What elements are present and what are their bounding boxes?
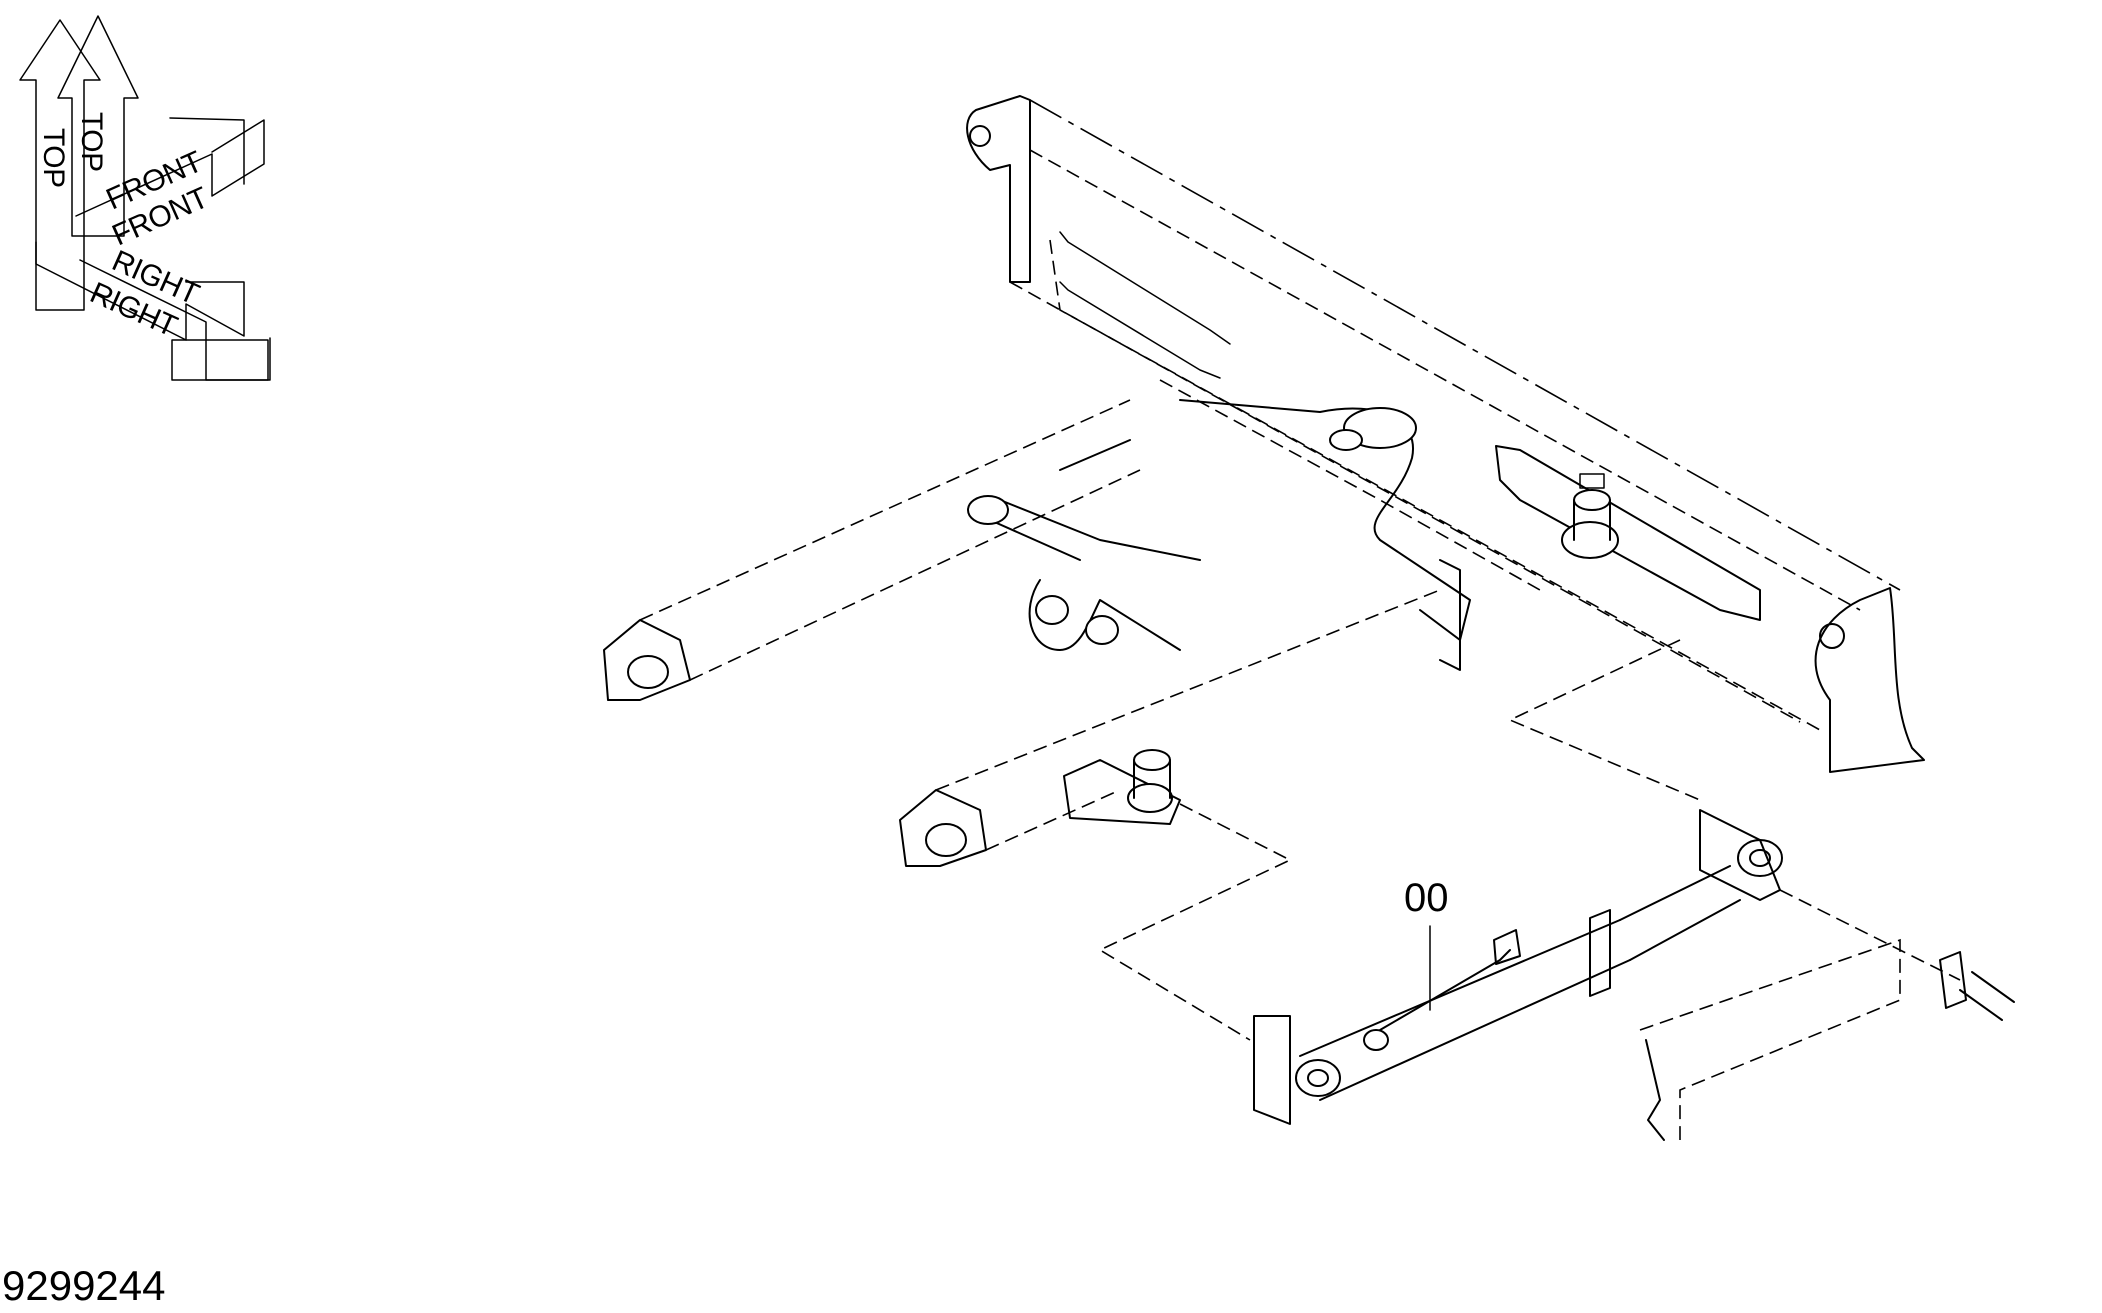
- top-arrow-icon: [19, 19, 101, 311]
- blade-right-end: [1814, 587, 1925, 773]
- upper-arm-top: [639, 399, 1131, 621]
- cylinder-head-block: [1253, 1015, 1291, 1125]
- blade-left-end: [966, 95, 1031, 283]
- right-arrow-base: [171, 339, 269, 381]
- pivot-bolt: [1329, 429, 1363, 451]
- pivot-housing: [1179, 399, 1471, 641]
- blade-bracket-stem: [1573, 499, 1611, 541]
- blade-bracket-nut: [1579, 473, 1605, 489]
- blade-bracket-cap: [1573, 489, 1611, 511]
- keeper-plate: [1939, 951, 1967, 1009]
- cylinder-hose: [1379, 949, 1511, 1031]
- frame-mount-plate: [1063, 759, 1181, 825]
- mounting-bracket-corner: [1645, 1039, 1665, 1141]
- keeper-bolt-b: [1971, 971, 2015, 1003]
- blade-right-hole: [1819, 623, 1845, 649]
- blade-rib-upper: [1059, 231, 1231, 345]
- upper-arm-bottom: [689, 469, 1141, 681]
- frame-lug-hole-b: [1085, 615, 1119, 645]
- callout-00-label: 00: [1404, 876, 1449, 920]
- keeper-bolt-a: [1959, 989, 2003, 1021]
- orientation-indicator: TOP TOP FRONT FRONT RIGHT RIGHT: [19, 15, 271, 381]
- blade-top-edge: [1029, 99, 1901, 591]
- lower-arm-top: [935, 589, 1441, 791]
- frame-mount-cap: [1133, 749, 1171, 771]
- leader-frame-to-cylinder: [1098, 803, 1292, 1041]
- lower-arm-bottom: [985, 789, 1121, 851]
- front-arrow-outline-icon: [169, 117, 245, 185]
- hydraulic-cylinder: [1253, 809, 2015, 1141]
- cross-tube-end: [967, 495, 1009, 525]
- hose-bracket: [1493, 929, 1521, 965]
- callout-00: 00: [1404, 876, 1449, 1011]
- leader-lines: [1098, 639, 1961, 1041]
- push-frame: [603, 399, 1461, 867]
- blade-rib-lower: [1059, 281, 1221, 379]
- top-label: TOP: [37, 128, 70, 188]
- upper-arm-eye: [627, 655, 669, 689]
- frame-lug-hole-a: [1035, 595, 1069, 625]
- dozer-blade: [966, 95, 1925, 773]
- pivot-guide: [1159, 379, 1541, 591]
- blade-inner-edge: [1029, 149, 1861, 611]
- blade-bracket-plate: [1495, 445, 1761, 621]
- leader-end-to-bolt: [1779, 889, 1961, 981]
- center-pivot: [1159, 379, 1541, 641]
- rod-eye-block: [1699, 809, 1781, 901]
- frame-mount-pin: [1127, 783, 1173, 813]
- front-arrow-icon: [75, 119, 265, 217]
- frame-cylinder-mount: [1063, 749, 1181, 825]
- blade-cylinder-bracket: [1495, 445, 1761, 621]
- cylinder-barrel: [1299, 919, 1631, 1101]
- blade-lower-edge: [1009, 281, 1801, 723]
- blade-left-hole: [969, 125, 991, 147]
- lower-arm-eye: [925, 823, 967, 857]
- frame-mount-stem: [1133, 759, 1171, 799]
- blade-bracket-pin: [1561, 521, 1619, 559]
- mounting-bracket-outline: [1639, 938, 1901, 1140]
- frame-lug: [1028, 579, 1181, 651]
- cylinder-end-eye-inner: [1307, 1069, 1329, 1087]
- frame-plate: [1439, 559, 1461, 671]
- leader-blade-to-cylinder: [1508, 639, 1701, 801]
- top-label-alt: TOP: [75, 112, 108, 172]
- blade-face: [1049, 239, 1821, 731]
- top-arrow-inner-icon: [57, 15, 139, 237]
- right-arrow-icon: [35, 241, 245, 341]
- document-number: 9299244: [2, 1262, 166, 1309]
- cylinder-port: [1363, 1029, 1389, 1051]
- cylinder-clamp: [1589, 909, 1611, 997]
- cross-tube: [989, 439, 1201, 561]
